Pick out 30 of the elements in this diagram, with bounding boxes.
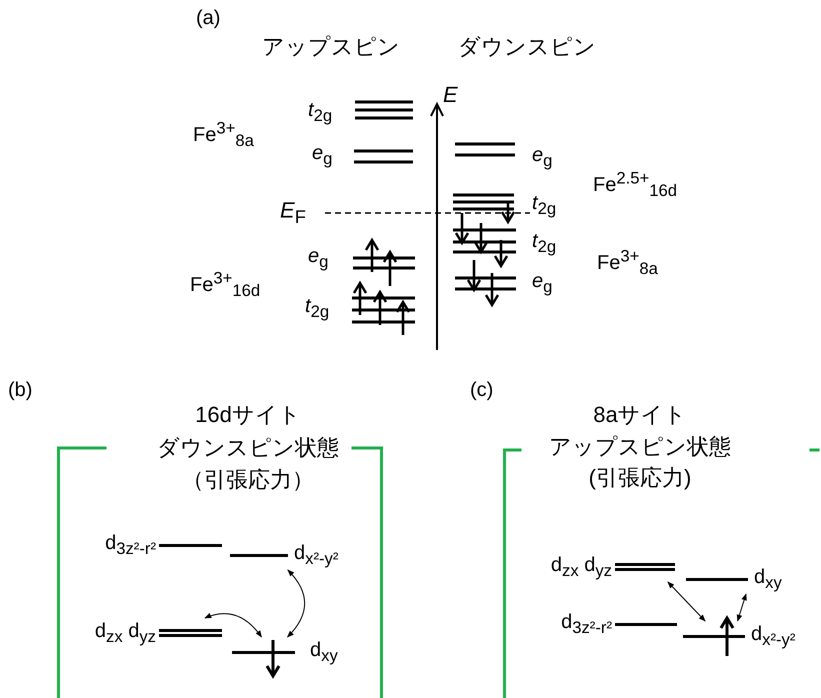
energy-level: d$_{zx}$ d$_{yz}$ [533,552,675,582]
level-label: t$_{2g}$ [308,98,332,126]
panel-title: (引張応力) [588,466,692,490]
level-label: ダウンスピン [458,34,596,60]
panel-title: アップスピン状態 [549,434,731,460]
level-label: E$_{F}$ [280,198,306,228]
energy-level: d$_{3z²-r²}$ [85,530,222,560]
energy-level: d$_{zx}$ d$_{yz}$ [80,618,222,648]
arrow [204,613,262,638]
energy-level: d$_{x²-y²}$ [683,621,813,651]
energy-level: d$_{xy}$ [232,637,350,667]
panel-label: (a) [196,7,220,29]
energy-level: d$_{x²-y²}$ [230,540,348,570]
level-label: t$_{2g}$ [532,192,556,218]
level-label: e$_{g}$ [312,142,332,168]
level-label: t$_{2g}$ [305,294,330,322]
arrow [286,569,306,638]
level-label: アップスピン [262,34,400,60]
arrow [667,582,706,622]
level-label: e$_{g}$ [532,144,552,170]
level-label: e$_{g}$ [532,270,552,296]
level-label: t$_{2g}$ [532,230,556,256]
level-label: e$_{g}$ [308,244,328,272]
axis-label: E [443,82,458,108]
energy-level: d$_{xy}$ [686,564,806,594]
panel-label: (c) [470,379,494,401]
energy-level: d$_{3z²-r²}$ [550,609,677,639]
panel-label: (b) [8,379,32,401]
arrow [736,593,747,622]
panel-title: ダウンスピン状態 [157,436,339,460]
